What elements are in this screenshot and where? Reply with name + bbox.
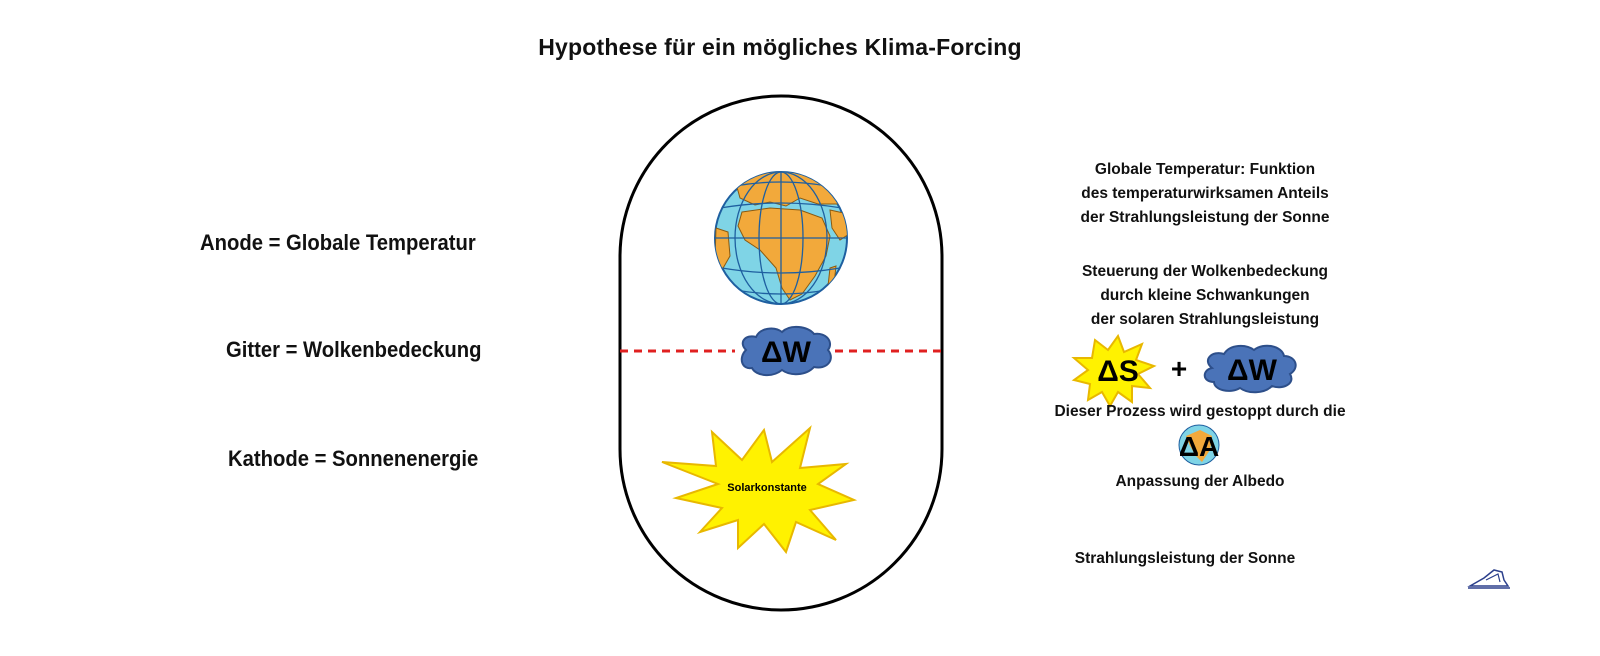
gitter-label: Gitter = Wolkenbedeckung — [226, 337, 482, 362]
albedo-globe-icon — [1178, 424, 1220, 466]
right-block-albedo: Anpassung der Albedo — [1115, 473, 1285, 490]
right-block1-line2: des temperaturwirksamen Anteils — [1081, 185, 1329, 202]
globe-icon — [714, 171, 848, 305]
sun-burst-icon — [661, 425, 858, 555]
diagram-title: Hypothese für ein mögliches Klima-Forcin… — [538, 34, 1022, 60]
anode-label: Anode = Globale Temperatur — [200, 230, 476, 255]
formula-plus: + — [1171, 353, 1187, 384]
logo-icon — [1467, 569, 1510, 589]
right-block1-line3: der Strahlungsleistung der Sonne — [1080, 209, 1330, 226]
delta-a-label: ΔA — [1179, 431, 1219, 462]
formula-delta-w: ΔW — [1227, 354, 1278, 387]
formula-delta-s: ΔS — [1097, 355, 1139, 388]
tube-outline — [618, 94, 944, 612]
right-block-temperature: Globale Temperatur: Funktion des tempera… — [1040, 158, 1370, 230]
right-block-process: Dieser Prozess wird gestoppt durch die — [1054, 403, 1346, 420]
right-block2-line2: durch kleine Schwankungen — [1100, 287, 1310, 304]
right-block2-line1: Steuerung der Wolkenbedeckung — [1081, 263, 1329, 280]
right-block-solar-output: Strahlungsleistung der Sonne — [1074, 550, 1296, 567]
right-block2-line3: der solaren Strahlungsleistung — [1090, 311, 1320, 328]
right-block-cloud-control: Steuerung der Wolkenbedeckung durch klei… — [1040, 260, 1370, 332]
tube-cloud-label: ΔW — [761, 336, 812, 369]
right-block1-line1: Globale Temperatur: Funktion — [1094, 161, 1316, 178]
sun-label: Solarkonstante — [727, 482, 806, 494]
delta-s-sun-icon — [1071, 333, 1157, 409]
cloud-icon — [740, 326, 832, 376]
formula-cloud-icon — [1203, 344, 1297, 394]
kathode-label: Kathode = Sonnenenergie — [228, 446, 479, 471]
